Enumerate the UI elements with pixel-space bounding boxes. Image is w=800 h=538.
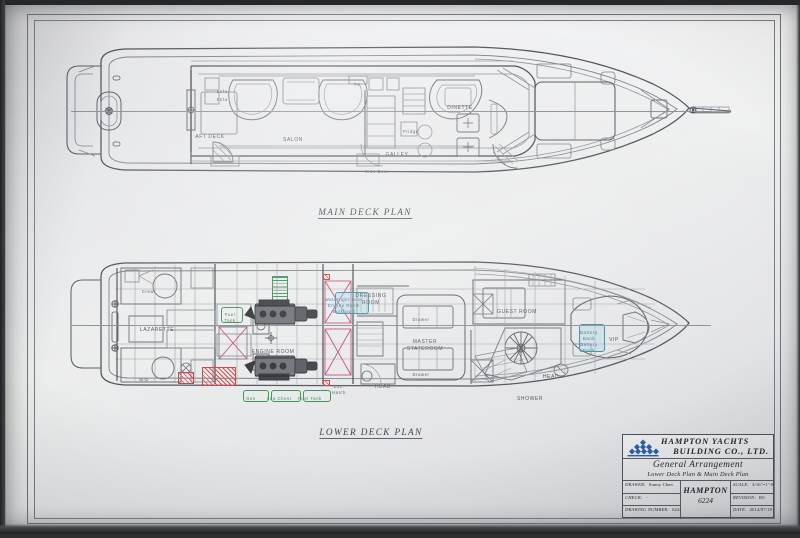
drawer-value: Sunny Chen — [648, 482, 673, 487]
generator-note-box — [243, 390, 269, 402]
label-engine-room: ENGINE ROOM — [251, 349, 295, 355]
escape-hatch-aft — [202, 367, 236, 386]
label-crew: Crew — [141, 289, 155, 294]
label-master: MASTER — [412, 339, 438, 345]
label-dressing: DRESSING — [355, 293, 387, 299]
title-block-left-column: DRAWER:Sunny Chen CHECK:- DRAWING NUMBER… — [623, 481, 681, 519]
label-battery: Battery — [580, 330, 598, 335]
scale-label: SCALE: — [733, 482, 749, 487]
drawing-number-field: DRAWING NUMBER:6224-A01 (3/3) — [623, 506, 680, 519]
title-block-right-column: SCALE:3/16"=1'-0" REVISION:R0 DATE:2014/… — [731, 481, 773, 519]
main-deck-plan-title: MAIN DECK PLAN — [318, 207, 412, 219]
label-side-door: Side Door — [364, 169, 390, 174]
drawing-border-outer — [27, 14, 781, 524]
label-drawer: Drawer — [412, 372, 430, 377]
machinery-hatch — [178, 372, 194, 384]
label-bank: Bank — [583, 348, 595, 353]
check-value: - — [645, 494, 648, 500]
label-dinette: DINETTE — [447, 105, 473, 111]
label-bank: Bank — [583, 336, 595, 341]
label-room: ROOM — [362, 300, 380, 306]
label-galley: GALLEY — [385, 152, 409, 158]
revision-field: REVISION:R0 — [731, 494, 773, 507]
model-name: HAMPTON — [683, 486, 728, 495]
scale-field: SCALE:3/16"=1'-0" — [731, 481, 773, 494]
title-block-company-row: HAMPTON YACHTS BUILDING CO., LTD. — [623, 435, 773, 459]
drawing-subtitle: Lower Deck Plan & Main Deck Plan — [647, 471, 749, 478]
bulkhead-marker-bottom — [323, 380, 330, 386]
label-hatch: Hatch — [332, 390, 346, 395]
bulkhead-marker-top — [323, 274, 330, 280]
label-head: HEAD — [542, 374, 560, 380]
date-label: DATE: — [733, 507, 747, 513]
fuel-tank-note-box-2 — [221, 307, 243, 323]
main-deck-centerline — [71, 110, 711, 112]
label-head: HEAD — [374, 384, 392, 390]
drawing-border-inner — [34, 20, 775, 519]
sea-chest-note-box — [271, 390, 301, 402]
label-tank: Tank — [224, 318, 236, 323]
label-lazarette: LAZARETTE — [139, 327, 175, 333]
label-vip: VIP — [609, 337, 619, 343]
date-value: 2014/07/18 — [749, 507, 773, 513]
label-sea-chest: Sea Chest — [266, 396, 292, 401]
label-guest-room: GUEST ROOM — [496, 309, 538, 315]
label-watertight-door: Watertight Door — [324, 297, 364, 302]
watertight-door-note-box — [335, 292, 369, 314]
company-name-line2: BUILDING CO., LTD. — [673, 447, 769, 456]
label-battery: Battery — [580, 342, 598, 347]
fuel-tank-note-box — [303, 390, 331, 402]
tank-access-x — [218, 326, 248, 360]
label-salon: SALON — [283, 137, 303, 143]
engine-starboard — [241, 349, 321, 388]
drawing-title: General Arrangement — [653, 460, 743, 470]
company-name-line1: HAMPTON YACHTS — [661, 437, 750, 446]
drawing-number-label: DRAWING NUMBER: — [625, 507, 670, 513]
lower-deck-plan-title: LOWER DECK PLAN — [319, 427, 423, 439]
label-engine-room: Engine Room — [328, 303, 360, 308]
drawer-field: DRAWER:Sunny Chen — [623, 481, 680, 494]
lower-deck-centerline — [71, 324, 711, 326]
label-tv: TV — [353, 82, 361, 87]
label-aft-deck: AFT DECK — [195, 134, 225, 140]
label-shower: SHOWER — [516, 396, 544, 402]
revision-value: R0 — [759, 494, 765, 500]
drawer-label: DRAWER: — [625, 482, 646, 487]
title-block-title-row: General Arrangement Lower Deck Plan & Ma… — [623, 459, 773, 481]
title-block-detail-row: DRAWER:Sunny Chen CHECK:- DRAWING NUMBER… — [623, 481, 773, 519]
company-name: HAMPTON YACHTS BUILDING CO., LTD. — [661, 437, 771, 458]
label-drawer: Drawer — [412, 317, 430, 322]
model-number: 6224 — [698, 496, 713, 505]
engine-port — [241, 297, 321, 336]
date-field: DATE:2014/07/18 — [731, 506, 773, 519]
label-stateroom: STATEROOM — [406, 346, 444, 352]
label-sofa: Sofa — [216, 97, 228, 102]
label-gen: Gen — [246, 396, 256, 401]
escape-hatch-x-upper — [324, 280, 352, 324]
label-w-d: W/D — [139, 377, 149, 382]
company-logo-icon — [626, 438, 660, 457]
revision-label: REVISION: — [733, 494, 757, 500]
scale-value: 3/16"=1'-0" — [751, 482, 773, 487]
lower-deck-hull-outline — [5, 4, 800, 538]
label-bulkhead: Bulkhead — [332, 309, 356, 314]
title-block: HAMPTON YACHTS BUILDING CO., LTD. Genera… — [622, 434, 774, 519]
drawing-number-value: 6224-A01 (3/3) — [672, 507, 680, 513]
check-label: CHECK: — [625, 494, 643, 500]
escape-hatch-x-lower — [324, 328, 352, 376]
title-block-model-column: HAMPTON 6224 — [681, 481, 731, 519]
check-field: CHECK:- — [623, 494, 680, 507]
label-fuel-tank: Fuel Tank — [298, 396, 322, 401]
label-sofa: Sofa — [216, 89, 228, 94]
label-fridge: Fridge — [403, 129, 419, 134]
label-esc: Esc. — [333, 384, 345, 389]
label-fuel: Fuel — [224, 312, 236, 317]
